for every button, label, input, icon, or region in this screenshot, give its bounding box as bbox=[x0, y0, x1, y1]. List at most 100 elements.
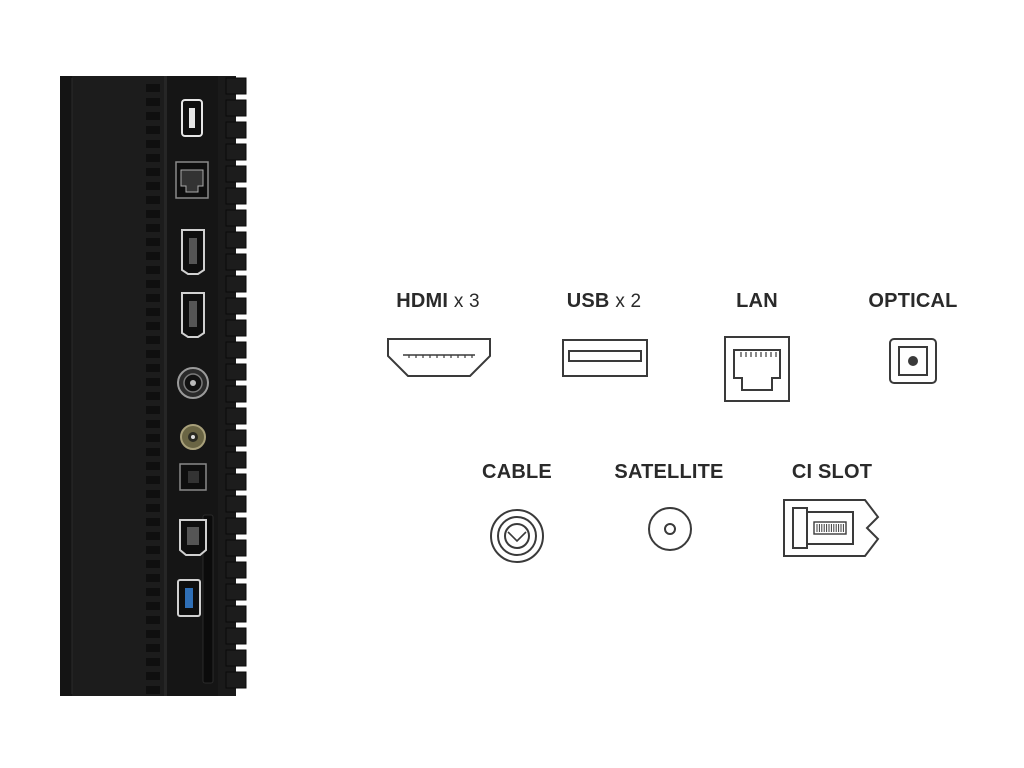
port-optical-label: OPTICAL bbox=[868, 290, 958, 312]
panel-edge-tooth bbox=[225, 77, 247, 95]
panel-rib bbox=[146, 658, 160, 666]
port-strip-bevel bbox=[164, 76, 167, 696]
ci-slot-icon bbox=[783, 499, 880, 557]
panel-rib bbox=[146, 644, 160, 652]
panel-rib bbox=[146, 140, 160, 148]
panel-rib bbox=[146, 476, 160, 484]
panel-rib bbox=[146, 154, 160, 162]
panel-edge-tooth bbox=[225, 605, 247, 623]
panel-edge-tooth bbox=[225, 231, 247, 249]
panel-rib bbox=[146, 616, 160, 624]
panel-edge-tooth bbox=[225, 385, 247, 403]
panel-hdmi-port bbox=[181, 229, 205, 275]
optical-icon bbox=[889, 338, 937, 384]
panel-edge-tooth bbox=[225, 99, 247, 117]
panel-hdmi-port bbox=[179, 519, 207, 556]
panel-rib bbox=[146, 350, 160, 358]
side-slot bbox=[202, 514, 214, 684]
panel-edge-tooth bbox=[225, 473, 247, 491]
panel-rib bbox=[146, 434, 160, 442]
panel-rib bbox=[146, 238, 160, 246]
panel-rib bbox=[146, 196, 160, 204]
panel-edge-tooth bbox=[225, 583, 247, 601]
panel-edge-tooth bbox=[225, 363, 247, 381]
panel-rib bbox=[146, 420, 160, 428]
panel-rib bbox=[146, 574, 160, 582]
panel-rib bbox=[146, 322, 160, 330]
panel-rib bbox=[146, 406, 160, 414]
panel-rib bbox=[146, 504, 160, 512]
panel-edge-tooth bbox=[225, 627, 247, 645]
panel-rib bbox=[146, 518, 160, 526]
panel-edge-tooth bbox=[225, 319, 247, 337]
panel-lan-port bbox=[175, 161, 209, 199]
port-usb-label: USB x 2 bbox=[566, 290, 642, 312]
panel-edge-tooth bbox=[225, 561, 247, 579]
panel-rib bbox=[146, 84, 160, 92]
panel-usb3-port bbox=[177, 579, 201, 617]
cable-icon bbox=[490, 509, 544, 563]
panel-rib bbox=[146, 98, 160, 106]
panel-rib bbox=[146, 630, 160, 638]
panel-rib bbox=[146, 224, 160, 232]
port-satellite-label: SATELLITE bbox=[614, 461, 724, 483]
panel-rib bbox=[146, 294, 160, 302]
panel-rib bbox=[146, 168, 160, 176]
panel-rib bbox=[146, 252, 160, 260]
panel-rib bbox=[146, 126, 160, 134]
panel-edge-tooth bbox=[225, 253, 247, 271]
panel-edge-tooth bbox=[225, 539, 247, 557]
panel-coax-port bbox=[177, 367, 209, 399]
panel-edge-tooth bbox=[225, 121, 247, 139]
panel-edge-tooth bbox=[225, 429, 247, 447]
panel-rib bbox=[146, 392, 160, 400]
panel-edge-tooth bbox=[225, 495, 247, 513]
usb-icon bbox=[562, 339, 648, 377]
panel-rib bbox=[146, 336, 160, 344]
panel-edge-tooth bbox=[225, 297, 247, 315]
panel-edge-tooth bbox=[225, 187, 247, 205]
panel-satellite-port bbox=[180, 424, 206, 450]
panel-rib bbox=[146, 532, 160, 540]
panel-rib bbox=[146, 462, 160, 470]
panel-edge-tooth bbox=[225, 341, 247, 359]
panel-rib bbox=[146, 210, 160, 218]
panel-edge-tooth bbox=[225, 451, 247, 469]
port-cable-label: CABLE bbox=[482, 461, 552, 483]
panel-rib bbox=[146, 490, 160, 498]
panel-optical-port bbox=[179, 463, 207, 491]
panel-rib bbox=[146, 280, 160, 288]
panel-rib bbox=[146, 588, 160, 596]
satellite-icon bbox=[648, 507, 692, 551]
panel-rib bbox=[146, 448, 160, 456]
panel-edge-tooth bbox=[225, 649, 247, 667]
panel-rib bbox=[146, 686, 160, 694]
panel-edge bbox=[60, 76, 72, 696]
port-lan-label: LAN bbox=[736, 290, 778, 312]
hdmi-icon bbox=[387, 338, 491, 377]
panel-edge-tooth bbox=[225, 517, 247, 535]
panel-edge-tooth bbox=[225, 165, 247, 183]
panel-hdmi-port bbox=[181, 292, 205, 338]
panel-rib bbox=[146, 308, 160, 316]
ci-slot-contact-frame bbox=[813, 521, 847, 535]
lan-icon bbox=[724, 336, 790, 402]
panel-rib bbox=[146, 182, 160, 190]
panel-rib bbox=[146, 602, 160, 610]
panel-edge-tooth bbox=[225, 671, 247, 689]
port-hdmi-label: HDMI x 3 bbox=[396, 290, 480, 312]
panel-right-edge bbox=[218, 76, 247, 696]
panel-rib bbox=[146, 364, 160, 372]
panel-rib bbox=[146, 546, 160, 554]
panel-rib bbox=[146, 560, 160, 568]
panel-usb-port bbox=[181, 99, 203, 137]
panel-rib bbox=[146, 378, 160, 386]
panel-ribs bbox=[146, 84, 160, 694]
panel-edge-tooth bbox=[225, 275, 247, 293]
panel-edge-tooth bbox=[225, 407, 247, 425]
panel-rib bbox=[146, 672, 160, 680]
panel-rib bbox=[146, 112, 160, 120]
panel-edge-tooth bbox=[225, 143, 247, 161]
panel-edge-tooth bbox=[225, 209, 247, 227]
